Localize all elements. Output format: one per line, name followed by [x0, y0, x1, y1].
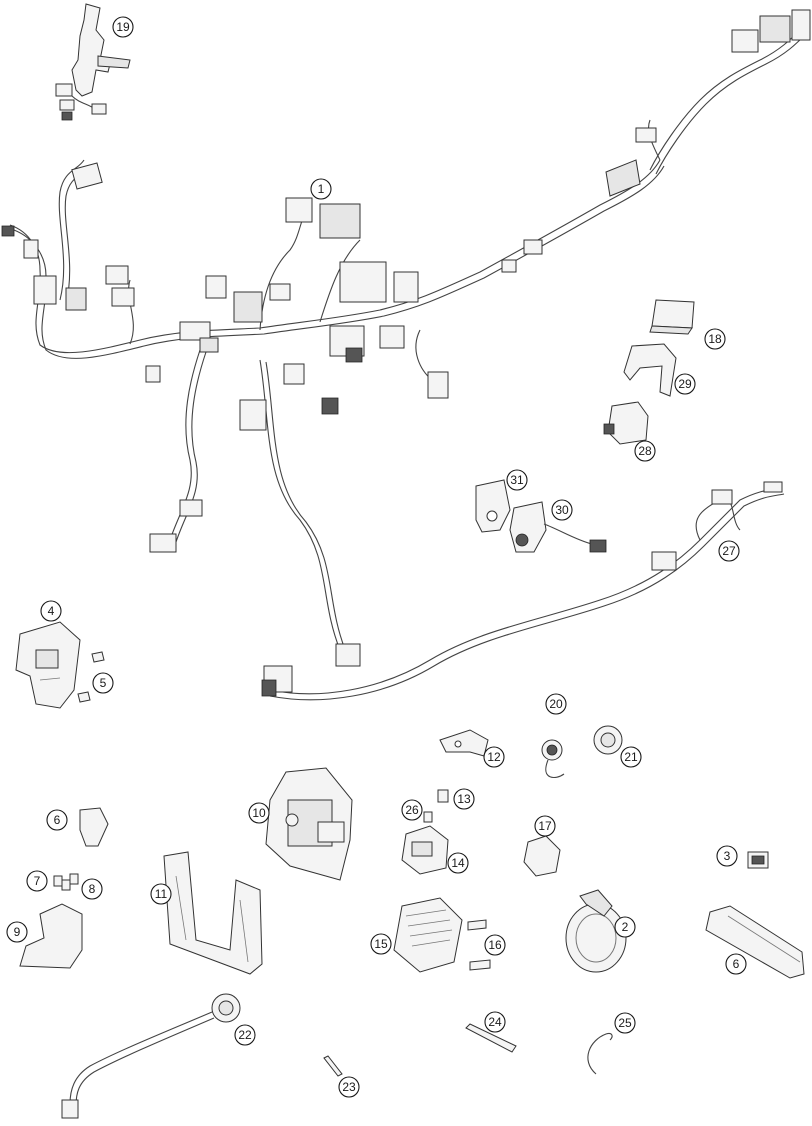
part-29-relay-holder — [624, 344, 676, 396]
part-4-connector-holder — [16, 622, 80, 708]
part-7-8-clips — [54, 874, 78, 890]
callout-21: 21 — [620, 746, 642, 768]
part-26-screw — [424, 812, 432, 822]
part-6-connector-cover — [80, 808, 108, 846]
part-1-main-wiring-harness — [2, 10, 810, 666]
callout-29: 29 — [674, 373, 696, 395]
svg-text:4: 4 — [48, 604, 55, 618]
callout-17: 17 — [534, 815, 556, 837]
callout-25: 25 — [614, 1012, 636, 1034]
svg-text:10: 10 — [252, 806, 266, 820]
callout-6-block: 6 — [725, 953, 747, 975]
part-21-socket — [594, 726, 622, 754]
svg-text:11: 11 — [155, 887, 168, 901]
part-6-fuse-block — [706, 906, 804, 978]
svg-text:14: 14 — [451, 856, 465, 870]
callout-3: 3 — [716, 845, 738, 867]
callout-2: 2 — [614, 916, 636, 938]
svg-text:1: 1 — [318, 182, 325, 196]
callout-19: 19 — [112, 16, 134, 38]
svg-text:19: 19 — [116, 20, 130, 34]
part-10-control-unit — [266, 768, 352, 880]
svg-text:5: 5 — [100, 676, 107, 690]
svg-text:6: 6 — [733, 957, 740, 971]
callout-16: 16 — [484, 934, 506, 956]
callout-4: 4 — [40, 600, 62, 622]
svg-text:18: 18 — [708, 332, 722, 346]
callout-6-cover: 6 — [46, 809, 68, 831]
svg-text:13: 13 — [457, 792, 471, 806]
svg-text:3: 3 — [724, 849, 731, 863]
svg-text:28: 28 — [638, 444, 652, 458]
callout-11: 11 — [150, 883, 172, 905]
callout-26: 26 — [401, 799, 423, 821]
part-28-relay — [604, 402, 648, 444]
callout-9: 9 — [6, 921, 28, 943]
part-15-voltage-regulator — [394, 898, 462, 972]
callout-31: 31 — [506, 469, 528, 491]
svg-text:24: 24 — [488, 1015, 502, 1029]
callout-5: 5 — [92, 672, 114, 694]
svg-text:22: 22 — [238, 1028, 252, 1042]
callout-12: 12 — [483, 746, 505, 768]
svg-text:9: 9 — [14, 925, 21, 939]
callout-24: 24 — [484, 1011, 506, 1033]
svg-text:7: 7 — [34, 874, 41, 888]
svg-text:25: 25 — [618, 1016, 632, 1030]
callout-28: 28 — [634, 440, 656, 462]
part-20-cap — [542, 740, 564, 777]
part-14-fuse-box — [402, 826, 448, 874]
part-23-pin — [324, 1056, 342, 1076]
callout-10: 10 — [248, 802, 270, 824]
svg-text:2: 2 — [622, 920, 629, 934]
part-27-wiring-harness — [262, 482, 784, 700]
part-13-plug — [438, 790, 448, 802]
svg-text:20: 20 — [549, 697, 563, 711]
callout-23: 23 — [338, 1076, 360, 1098]
callout-14: 14 — [447, 852, 469, 874]
part-18-relay-cover — [650, 300, 694, 334]
part-3-connector — [748, 852, 768, 868]
part-30-sensor — [510, 502, 606, 552]
svg-text:21: 21 — [624, 750, 638, 764]
part-25-wire-clip — [588, 1033, 612, 1074]
part-9-bracket — [20, 904, 82, 968]
part-12-connector-bracket — [440, 730, 488, 756]
part-19-bracket-assembly — [56, 4, 130, 120]
part-5-screws — [78, 652, 104, 702]
part-2-horn — [566, 890, 626, 972]
part-24-tool-wrench — [466, 1024, 516, 1052]
svg-text:27: 27 — [722, 544, 736, 558]
part-22-cable-socket — [62, 994, 240, 1118]
callout-20: 20 — [545, 693, 567, 715]
svg-text:30: 30 — [555, 503, 569, 517]
svg-text:8: 8 — [89, 882, 96, 896]
callout-18: 18 — [704, 328, 726, 350]
svg-text:29: 29 — [678, 377, 692, 391]
svg-text:26: 26 — [405, 803, 419, 817]
callout-15: 15 — [370, 933, 392, 955]
part-11-holder-frame — [164, 852, 262, 974]
part-17-relay — [524, 836, 560, 876]
svg-text:12: 12 — [487, 750, 501, 764]
part-16-screws — [468, 920, 490, 970]
svg-text:16: 16 — [488, 938, 502, 952]
svg-text:15: 15 — [374, 937, 388, 951]
part-31-sensor-bracket — [476, 480, 510, 532]
svg-text:6: 6 — [54, 813, 61, 827]
svg-text:23: 23 — [342, 1080, 356, 1094]
svg-text:31: 31 — [510, 473, 524, 487]
callout-30: 30 — [551, 499, 573, 521]
callout-7: 7 — [26, 870, 48, 892]
callout-8: 8 — [81, 878, 103, 900]
svg-text:17: 17 — [538, 819, 552, 833]
callout-1: 1 — [310, 178, 332, 200]
callout-27: 27 — [718, 540, 740, 562]
callout-22: 22 — [234, 1024, 256, 1046]
callout-13: 13 — [453, 788, 475, 810]
